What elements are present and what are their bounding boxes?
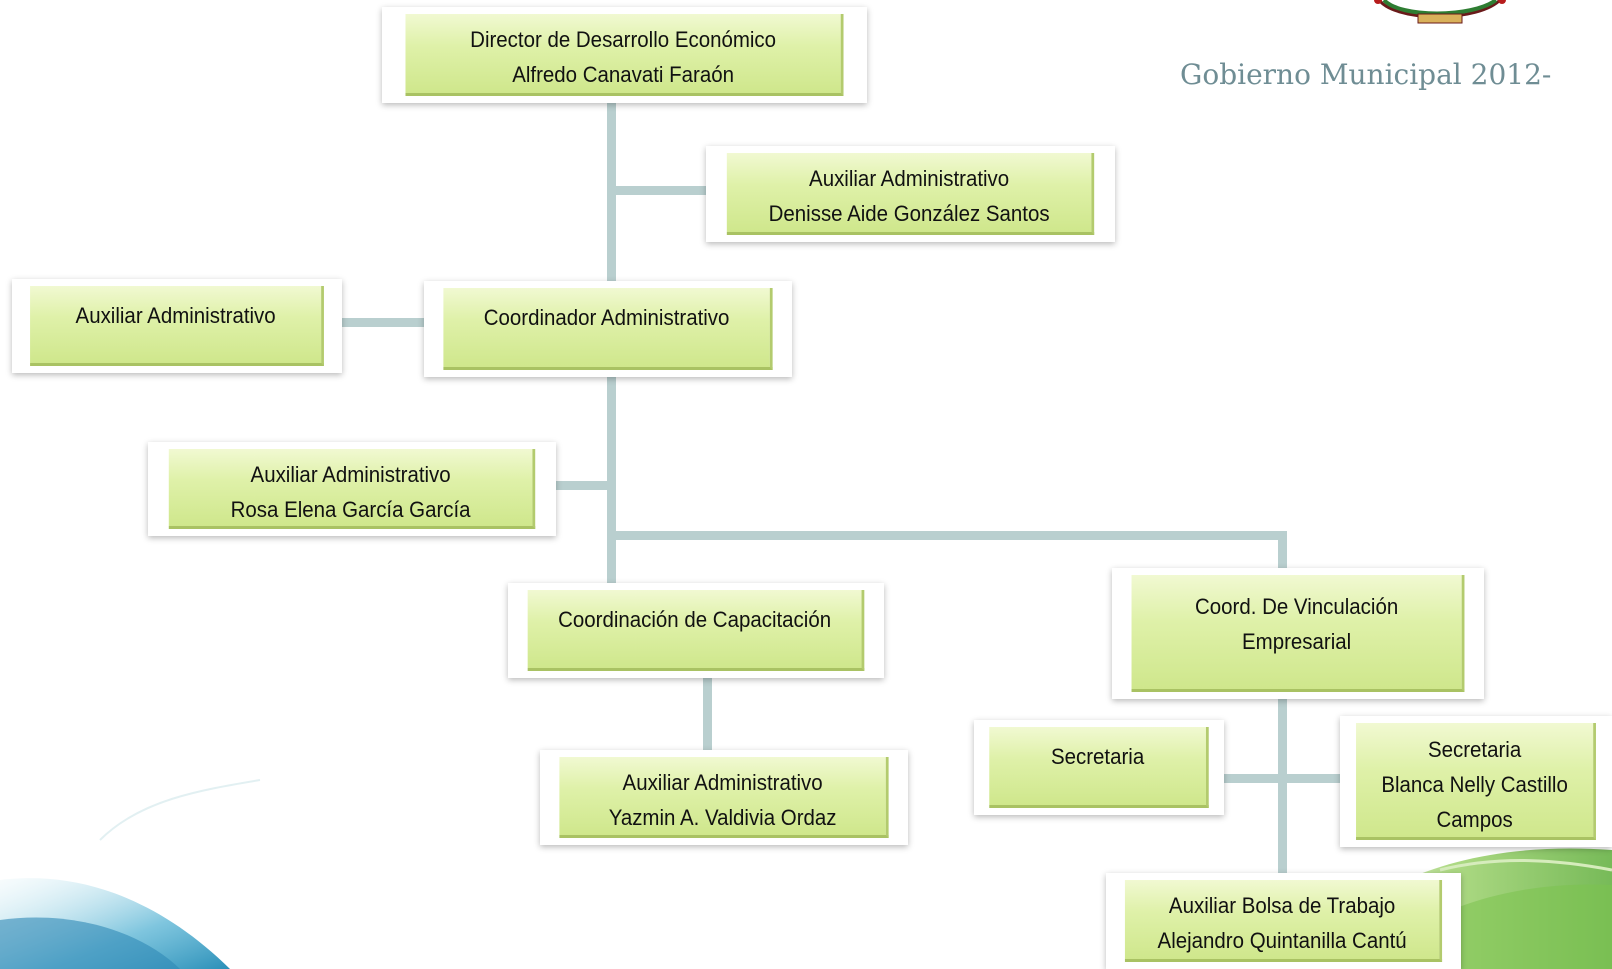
node-title-line1: Coord. De Vinculación (1195, 594, 1399, 619)
node-secretaria-blanca: Secretaria Blanca Nelly Castillo Campos (1340, 716, 1612, 847)
connector-line (611, 531, 1287, 540)
node-aux-admin-denisse: Auxiliar Administrativo Denisse Aide Gon… (706, 146, 1115, 242)
connector-line (1278, 531, 1287, 571)
node-director: Director de Desarrollo Económico Alfredo… (382, 7, 867, 103)
node-aux-bolsa-trabajo: Auxiliar Bolsa de Trabajo Alejandro Quin… (1106, 873, 1461, 969)
connector-line (1278, 698, 1287, 879)
node-title-line2: Empresarial (1242, 629, 1352, 654)
node-person-name: Rosa Elena García García (230, 497, 471, 522)
node-coordinador-admin: Coordinador Administrativo (424, 281, 792, 377)
connector-line (338, 318, 426, 327)
node-title: Auxiliar Administrativo (809, 166, 1010, 191)
municipal-seal-logo (1360, 0, 1520, 35)
node-title: Secretaria (1427, 737, 1522, 762)
government-header: Gobierno Municipal 2012- (1180, 58, 1552, 91)
connector-line (611, 186, 710, 195)
node-title: Director de Desarrollo Económico (470, 27, 777, 52)
node-person-name: Alfredo Canavati Faraón (512, 62, 734, 87)
node-aux-admin-left: Auxiliar Administrativo (12, 279, 342, 373)
node-secretaria-left: Secretaria (974, 720, 1224, 815)
node-person-name-line2: Campos (1436, 807, 1513, 832)
node-person-name: Yazmin A. Valdivia Ordaz (608, 805, 837, 830)
connector-line (556, 481, 614, 490)
node-person-name: Denisse Aide González Santos (768, 201, 1050, 226)
node-title: Auxiliar Administrativo (250, 462, 451, 487)
node-aux-admin-yazmin: Auxiliar Administrativo Yazmin A. Valdiv… (540, 750, 908, 845)
node-title: Coordinador Administrativo (483, 305, 730, 330)
node-aux-admin-rosa: Auxiliar Administrativo Rosa Elena Garcí… (148, 442, 556, 536)
node-person-name: Alejandro Quintanilla Cantú (1157, 928, 1407, 953)
node-person-name-line1: Blanca Nelly Castillo (1381, 772, 1568, 797)
node-coord-capacitacion: Coordinación de Capacitación (508, 583, 884, 678)
node-title: Auxiliar Administrativo (622, 770, 823, 795)
connector-line (703, 676, 712, 751)
node-coord-vinculacion: Coord. De Vinculación Empresarial (1112, 568, 1484, 699)
connector-line (1218, 774, 1344, 783)
node-title: Coordinación de Capacitación (558, 607, 832, 632)
node-title: Auxiliar Bolsa de Trabajo (1168, 893, 1396, 918)
node-title: Auxiliar Administrativo (75, 303, 276, 328)
node-title: Secretaria (1050, 744, 1145, 769)
